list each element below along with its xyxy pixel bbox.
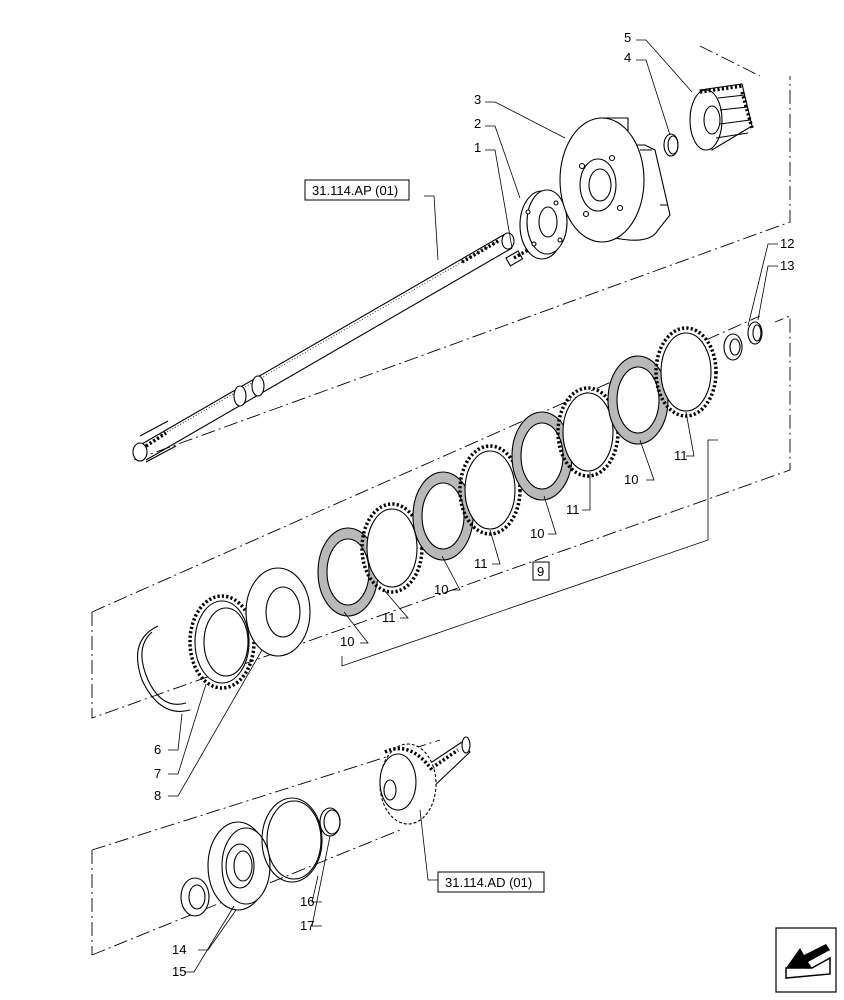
callout-12: 12 (780, 236, 794, 251)
callout-11: 11 (566, 502, 580, 517)
callout-10: 10 (530, 526, 544, 541)
inner-seal (319, 807, 341, 837)
reference-box-gear[interactable]: 31.114.AD (01) (437, 871, 545, 893)
bolt (505, 248, 529, 267)
toothed-pressure-disc (188, 594, 256, 690)
callout-9: 9 (537, 564, 544, 579)
clutch-disc-pack (317, 326, 718, 617)
callout-11: 11 (674, 448, 688, 463)
input-shaft (132, 232, 515, 463)
callout-15: 15 (172, 964, 186, 979)
steel-disc (654, 326, 718, 418)
callout-4: 4 (624, 50, 631, 65)
piston-seal-ring (180, 877, 210, 917)
splined-hub (689, 83, 754, 151)
callout-10: 10 (340, 634, 354, 649)
callout-11: 11 (382, 610, 396, 625)
callout-1: 1 (474, 140, 481, 155)
retainer-plate (519, 189, 568, 260)
friction-disc (412, 471, 474, 561)
callout-16: 16 (300, 894, 314, 909)
reference-box-shaft[interactable]: 31.114.AP (01) (304, 179, 410, 201)
callout-6: 6 (154, 742, 161, 757)
callout-17: 17 (300, 918, 314, 933)
clutch-drum (559, 117, 671, 243)
callout-10: 10 (434, 582, 448, 597)
thrust-washer (245, 567, 311, 657)
next-arrow-icon[interactable] (775, 927, 837, 993)
friction-disc (607, 355, 669, 445)
kit-reference-box[interactable]: 9 (532, 561, 550, 581)
callout-14: 14 (172, 942, 186, 957)
spacer-rings (723, 321, 763, 361)
leader-lines (168, 39, 778, 973)
callout-labels: 1 2 3 4 5 6 7 8 10 11 10 11 10 11 10 11 … (154, 30, 794, 979)
reference-label: 31.114.AP (01) (312, 183, 398, 198)
callout-3: 3 (474, 92, 481, 107)
callout-5: 5 (624, 30, 631, 45)
snap-ring (137, 625, 191, 712)
reference-label: 31.114.AD (01) (445, 875, 532, 890)
outer-seal (261, 797, 323, 883)
assembly-boundary-lines (91, 45, 791, 956)
circlip (663, 133, 679, 157)
output-gear-shaft (379, 736, 471, 825)
piston (207, 821, 271, 911)
callout-2: 2 (474, 116, 481, 131)
callout-10: 10 (624, 472, 638, 487)
callout-8: 8 (154, 788, 161, 803)
callout-13: 13 (780, 258, 794, 273)
callout-11: 11 (474, 556, 488, 571)
steel-disc (458, 444, 522, 536)
callout-7: 7 (154, 766, 161, 781)
